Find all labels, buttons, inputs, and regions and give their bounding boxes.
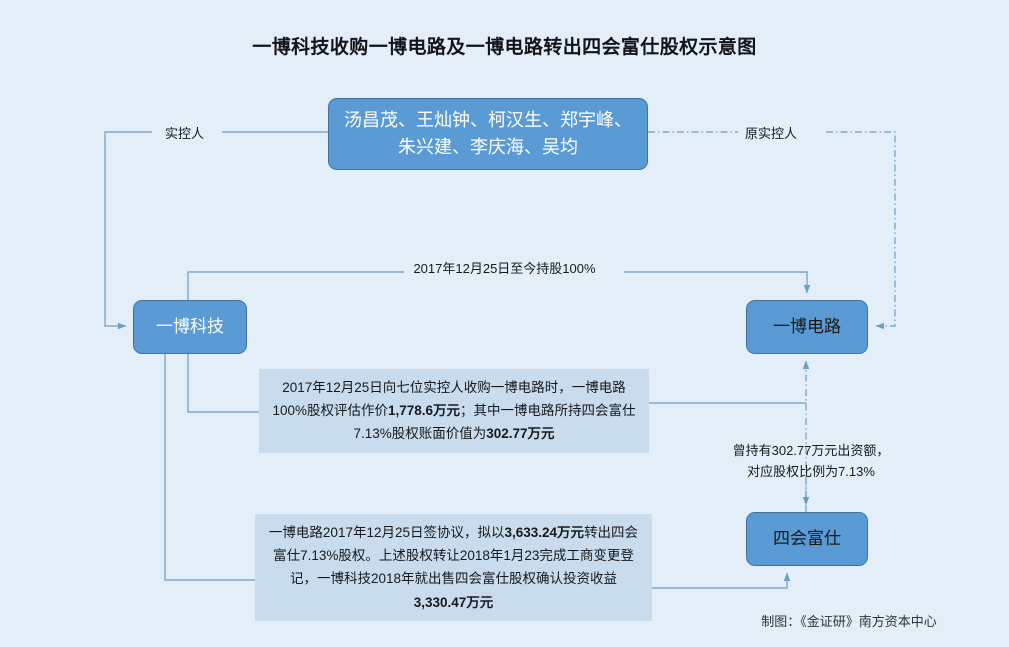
edge-label-controller-right: 原实控人 [745, 126, 798, 141]
node-sihui-fushi[interactable]: 四会富仕 [746, 512, 868, 566]
note-acquisition: 2017年12月25日向七位实控人收购一博电路时，一博电路100%股权评估作价1… [259, 369, 649, 453]
note-side-stake: 曾持有302.77万元出资额， 对应股权比例为7.13% [716, 440, 906, 483]
edge-label-holding-100: 2017年12月25日至今持股100% [413, 261, 596, 276]
node-controlling-persons-label: 汤昌茂、王灿钟、柯汉生、郑宇峰、 朱兴建、李庆海、吴均 [344, 107, 632, 161]
node-yibo-dianlu[interactable]: 一博电路 [746, 300, 868, 354]
node-controlling-persons[interactable]: 汤昌茂、王灿钟、柯汉生、郑宇峰、 朱兴建、李庆海、吴均 [328, 98, 648, 170]
side-stake-line-1: 曾持有302.77万元出资额， [732, 443, 890, 458]
side-stake-line-2: 对应股权比例为7.13% [747, 464, 875, 480]
people-line-1: 汤昌茂、王灿钟、柯汉生、郑宇峰、 [344, 110, 632, 130]
note-transfer: 一博电路2017年12月25日签协议，拟以3,633.24万元转出四会富仕7.1… [255, 514, 652, 621]
page-title: 一博科技收购一博电路及一博电路转出四会富仕股权示意图 [252, 37, 757, 58]
people-line-2: 朱兴建、李庆海、吴均 [398, 137, 578, 157]
edge-label-controller-left: 实控人 [165, 126, 205, 141]
node-yibo-keji[interactable]: 一博科技 [133, 300, 247, 354]
credit-text: 制图：《金证研》南方资本中心 [761, 614, 937, 629]
